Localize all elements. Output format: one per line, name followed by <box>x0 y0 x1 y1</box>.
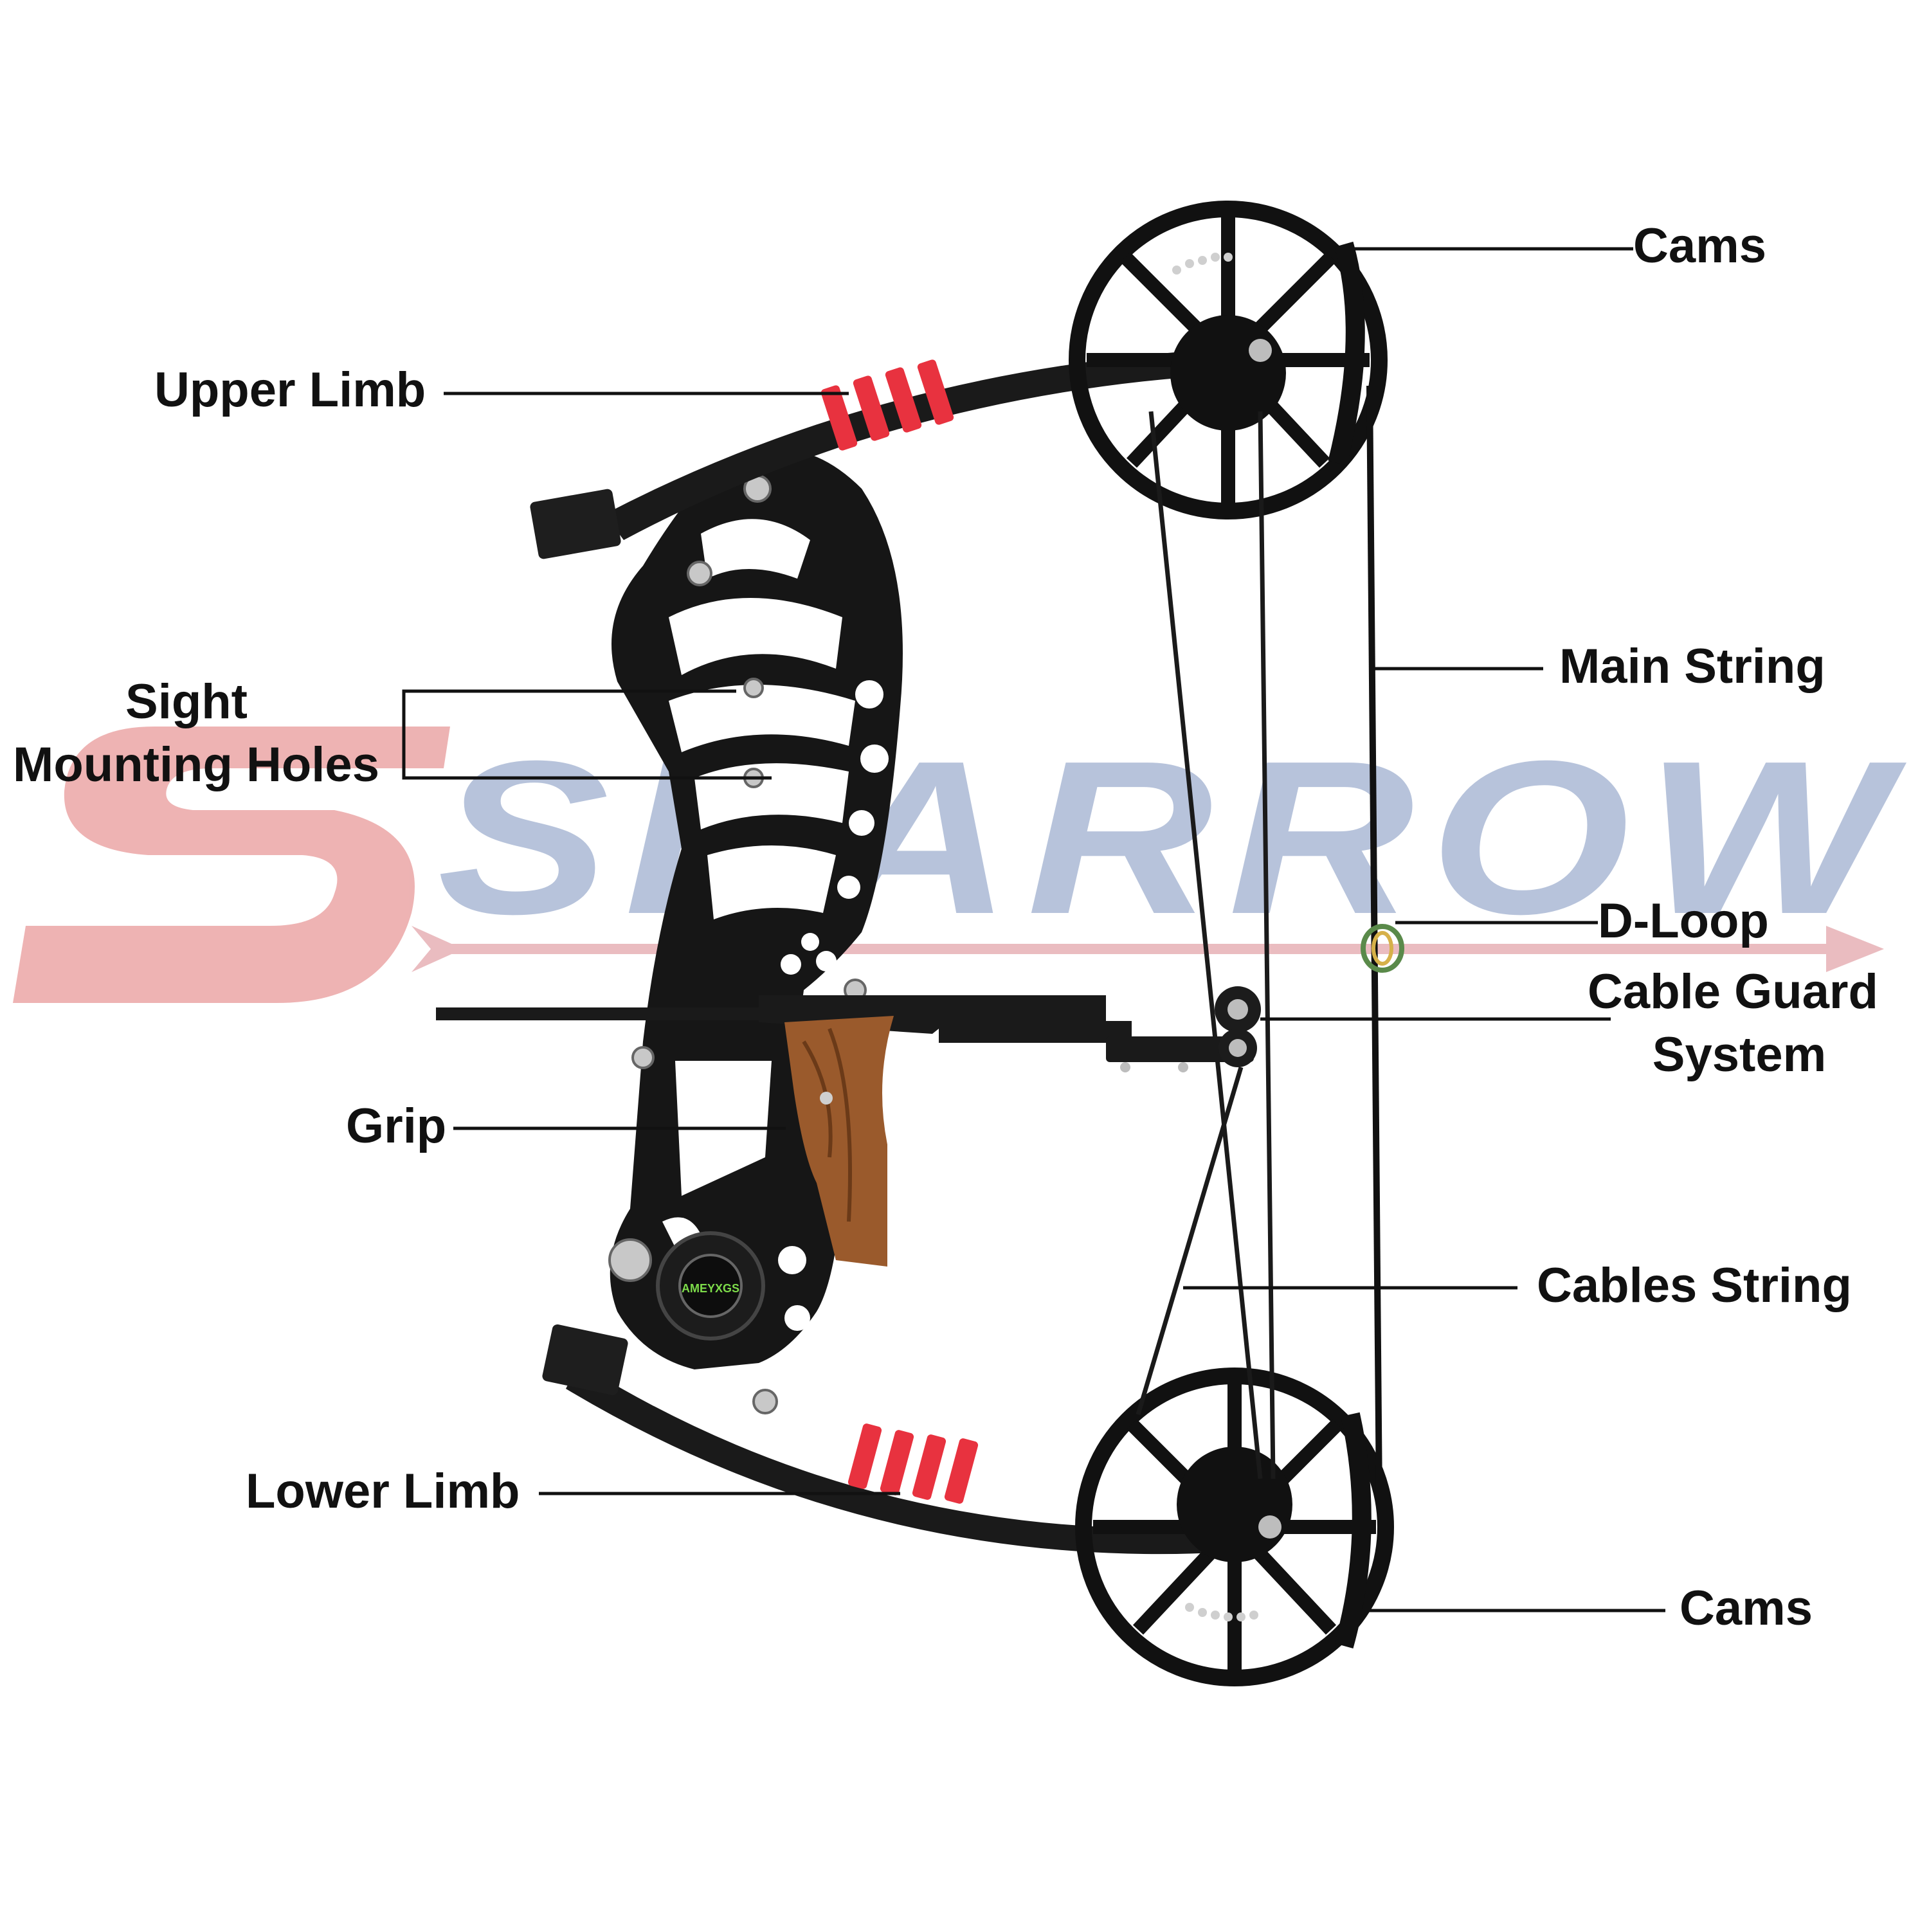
grip <box>784 1016 894 1267</box>
upper-limb-dampers <box>820 359 954 451</box>
label-cams-bottom: Cams <box>1680 1581 1813 1636</box>
leader-lines <box>402 247 1665 1612</box>
labels: Cams Upper Limb Main String Sight Mounti… <box>13 219 1878 1636</box>
lower-cam <box>1075 1368 1394 1686</box>
label-sight-line1: Sight <box>125 674 248 729</box>
label-upper-limb: Upper Limb <box>154 363 426 417</box>
upper-cam <box>1069 201 1388 519</box>
lower-limb-dampers <box>847 1423 979 1504</box>
leader-sight <box>402 689 772 780</box>
label-main-string: Main String <box>1559 639 1825 694</box>
riser-logo: AMEYXGS <box>682 1282 739 1295</box>
cables <box>1136 411 1276 1479</box>
label-sight-line2: Mounting Holes <box>13 737 379 792</box>
riser-lower-wheel: AMEYXGS <box>656 1231 765 1341</box>
label-grip: Grip <box>346 1099 446 1153</box>
upper-limb <box>530 347 1260 559</box>
label-cable-guard-line1: Cable Guard <box>1588 964 1878 1019</box>
bow: AMEYXGS <box>436 201 1404 1686</box>
label-d-loop: D-Loop <box>1598 894 1769 948</box>
watermark-s-letter <box>13 727 450 1003</box>
d-loop <box>1361 924 1404 973</box>
label-cams-top: Cams <box>1633 219 1766 273</box>
lower-limb <box>542 1324 1267 1555</box>
label-cable-guard-line2: System <box>1653 1027 1826 1082</box>
label-lower-limb: Lower Limb <box>246 1464 520 1519</box>
label-cables-string: Cables String <box>1537 1258 1852 1313</box>
